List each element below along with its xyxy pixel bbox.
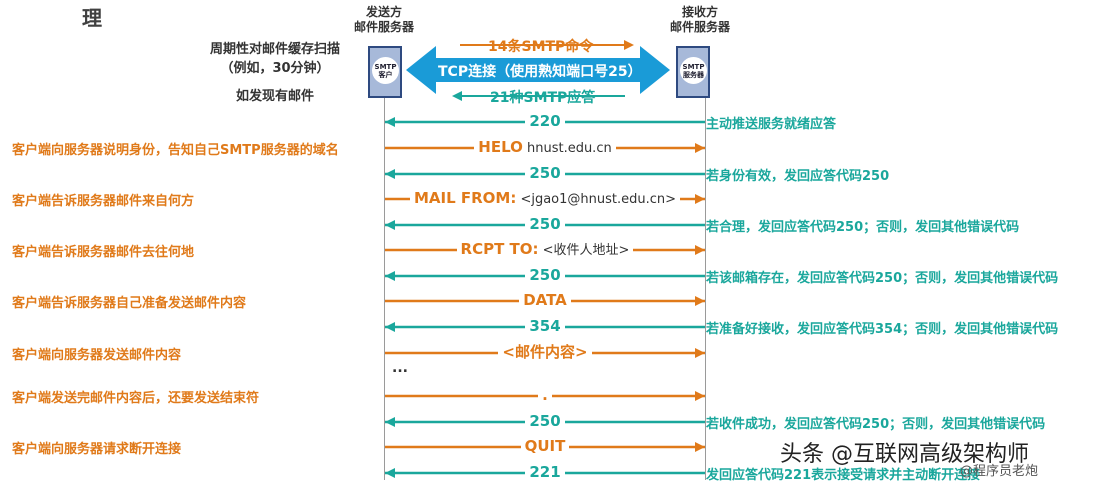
watermark-sub: @程序员老炮 (960, 464, 1039, 479)
command-description: 客户端发送完邮件内容后，还要发送结束符 (12, 391, 260, 406)
smtp-server-line1: SMTP (682, 62, 705, 71)
command-label: HELO hnust.edu.cn (385, 137, 705, 159)
command-arrow-head (695, 143, 705, 153)
command-arrow-head (695, 194, 705, 204)
command-keyword: DATA (523, 291, 567, 309)
command-keyword: QUIT (524, 437, 566, 455)
command-arrow-head (695, 348, 705, 358)
scan-note-line3: 如发现有邮件 (235, 89, 314, 104)
responses-label: 21种SMTP应答 (490, 90, 596, 106)
reply-code-label: 250 (385, 214, 705, 234)
command-argument: hnust.edu.cn (522, 141, 612, 156)
reply-code-label: 220 (385, 111, 705, 131)
scan-note-line2: （例如，30分钟） (220, 61, 330, 76)
reply-code-label: 250 (385, 411, 705, 431)
command-arrow-head (695, 245, 705, 255)
command-label: <邮件内容> (385, 342, 705, 362)
command-keyword: . (542, 386, 548, 404)
reply-arrow-head (385, 322, 395, 332)
sender-label-line1: 发送方 (365, 5, 402, 19)
reply-code-label: 354 (385, 316, 705, 336)
reply-code-label: 250 (385, 265, 705, 285)
command-arrow-head (695, 391, 705, 401)
reply-code-text: 354 (525, 317, 565, 335)
reply-description: 发回应答代码221表示接受请求并主动断开连接 (706, 468, 981, 483)
tcp-connection-label: TCP连接（使用熟知端口号25） (438, 64, 642, 80)
commands-label: 14条SMTP命令 (488, 39, 594, 55)
scan-note-line1: 周期性对邮件缓存扫描 (209, 42, 340, 57)
command-arrow-head (695, 296, 705, 306)
command-label-text: QUIT (520, 436, 570, 455)
reply-description: 主动推送服务就绪应答 (706, 117, 837, 132)
command-label: DATA (385, 290, 705, 310)
command-description: 客户端向服务器发送邮件内容 (12, 348, 182, 363)
ellipsis-marker: ... (392, 360, 408, 376)
command-label-text: HELO hnust.edu.cn (474, 137, 616, 156)
command-keyword: <邮件内容> (502, 343, 588, 361)
reply-description: 若该邮箱存在，发回应答代码250；否则，发回其他错误代码 (706, 271, 1059, 286)
reply-arrow-head (385, 468, 395, 478)
command-keyword: MAIL FROM: (413, 189, 517, 207)
reply-description: 若准备好接收，发回应答代码354；否则，发回其他错误代码 (706, 322, 1059, 337)
command-label: QUIT (385, 436, 705, 456)
sender-host-label: 发送方 邮件服务器 (352, 5, 416, 35)
responses-arrow-head (452, 91, 462, 101)
command-label-text: MAIL FROM: <jgao1@hnust.edu.cn> (409, 188, 681, 207)
command-keyword: HELO (478, 138, 523, 156)
command-label-text: . (538, 385, 552, 404)
reply-arrow-head (385, 417, 395, 427)
reply-code-text: 221 (525, 463, 565, 481)
receiver-label-line2: 邮件服务器 (669, 20, 730, 34)
reply-arrow-head (385, 271, 395, 281)
server-lifeline (705, 98, 706, 480)
command-description: 客户端告诉服务器自己准备发送邮件内容 (12, 296, 247, 311)
reply-description: 若收件成功，发回应答代码250；否则，发回其他错误代码 (706, 417, 1046, 432)
watermark-main: 头条 @互联网高级架构师 (780, 442, 1029, 467)
reply-code-text: 250 (525, 215, 565, 233)
reply-code-label: 221 (385, 462, 705, 482)
tcp-connection-band (406, 46, 670, 94)
reply-code-text: 250 (525, 266, 565, 284)
command-description: 客户端向服务器说明身份，告知自己SMTP服务器的域名 (12, 143, 339, 158)
command-label: . (385, 385, 705, 405)
command-arrow-head (695, 442, 705, 452)
command-label-text: <邮件内容> (498, 342, 592, 361)
reply-code-text: 220 (525, 112, 565, 130)
command-description: 客户端向服务器请求断开连接 (12, 442, 182, 457)
smtp-server-line2: 服务器 (682, 70, 704, 79)
command-label: RCPT TO: <收件人地址> (385, 239, 705, 261)
commands-arrow-head (624, 40, 634, 50)
reply-description: 若身份有效，发回应答代码250 (706, 169, 890, 184)
reply-code-text: 250 (525, 164, 565, 182)
receiver-label-line1: 接收方 (681, 5, 718, 19)
scan-note: 周期性对邮件缓存扫描 （例如，30分钟） 如发现有邮件 (200, 40, 350, 106)
command-argument: <jgao1@hnust.edu.cn> (516, 192, 677, 207)
smtp-client-line1: SMTP (374, 62, 397, 71)
command-label-text: RCPT TO: <收件人地址> (456, 239, 634, 258)
command-description: 客户端告诉服务器邮件去往何地 (12, 245, 195, 260)
reply-description: 若合理，发回应答代码250；否则，发回其他错误代码 (706, 220, 1020, 235)
command-label-text: DATA (519, 290, 571, 309)
sender-label-line2: 邮件服务器 (353, 20, 414, 34)
reply-code-text: 250 (525, 412, 565, 430)
reply-arrow-head (385, 169, 395, 179)
command-description: 客户端告诉服务器邮件来自何方 (12, 194, 195, 209)
reply-arrow-head (385, 117, 395, 127)
command-keyword: RCPT TO: (460, 240, 539, 258)
smtp-client-line2: 客户 (378, 70, 393, 79)
command-argument: <收件人地址> (538, 243, 630, 258)
reply-code-label: 250 (385, 163, 705, 183)
client-lifeline (384, 98, 385, 480)
page-title-fragment: 理 (82, 6, 102, 30)
reply-arrow-head (385, 220, 395, 230)
receiver-host-label: 接收方 邮件服务器 (665, 5, 735, 35)
command-label: MAIL FROM: <jgao1@hnust.edu.cn> (385, 188, 705, 210)
